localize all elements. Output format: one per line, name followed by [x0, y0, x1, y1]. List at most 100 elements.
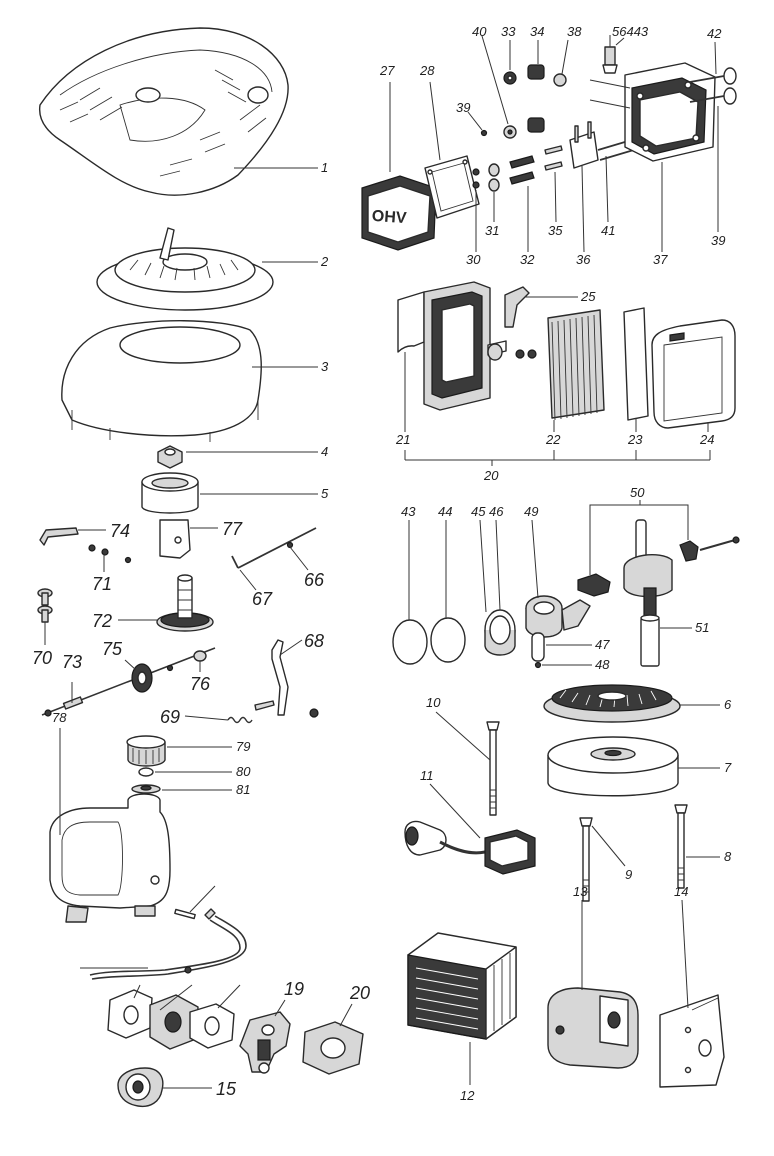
part-label: 19: [284, 979, 304, 999]
part-label: 24: [699, 432, 714, 447]
part-label: 48: [595, 657, 610, 672]
part-56443-spark-plug: [602, 35, 618, 74]
part-1-engine-cover: [38, 27, 289, 196]
air-filter-assembly-bracket: [404, 450, 711, 466]
part-label: 7: [724, 760, 732, 775]
part-label: 72: [92, 611, 112, 631]
part-47-48-piston-pin: [531, 632, 545, 669]
part-label: 75: [102, 639, 123, 659]
part-label: 15: [216, 1079, 237, 1099]
part-label: 14: [674, 884, 688, 899]
part-label: 9: [625, 867, 632, 882]
part-3-blower-housing: [61, 320, 262, 442]
part-label: 11: [420, 768, 434, 783]
part-68-bolts: [37, 588, 53, 623]
part-49-piston: [525, 595, 591, 638]
part-label: 69: [160, 707, 180, 727]
part-80-81-fuel-line: [89, 908, 247, 980]
part-51-crankshaft: [623, 519, 673, 667]
part-25-breather-tube: [504, 286, 530, 328]
part-label: 38: [567, 24, 582, 39]
part-19-carburetor: [239, 1011, 291, 1074]
part-label: 71: [92, 574, 112, 594]
part-label: 4: [321, 444, 328, 459]
part-78-seal: [138, 767, 154, 777]
part-label: 22: [545, 432, 561, 447]
part-carb-gaskets: [107, 989, 235, 1050]
part-label: 40: [472, 24, 487, 39]
part-label: 67: [252, 589, 273, 609]
part-label: 41: [601, 223, 615, 238]
part-4-nut: [157, 445, 183, 469]
part-label: 74: [110, 521, 130, 541]
part-label: 79: [236, 739, 250, 754]
part-15-primer: [117, 1067, 164, 1108]
part-label: 77: [222, 519, 243, 539]
part-label: 36: [576, 252, 591, 267]
part-label: 31: [485, 223, 499, 238]
part-7-flywheel: [547, 736, 679, 797]
part-21-air-filter-base: [397, 281, 537, 411]
part-5-starter-cup: [141, 472, 199, 514]
part-24-air-filter-cover: [651, 319, 736, 429]
part-72-link-pin: [39, 527, 132, 564]
part-label: 68: [304, 631, 324, 651]
part-35-guide-plate: [569, 121, 599, 169]
part-label: 23: [627, 432, 643, 447]
part-label: 8: [724, 849, 732, 864]
part-label: 28: [419, 63, 435, 78]
part-label-head-bolt-37: 39: [711, 233, 725, 248]
part-label: 76: [190, 674, 211, 694]
part-label: 13: [573, 884, 588, 899]
ohv-logo-text: OHV: [371, 208, 407, 227]
part-77-fuel-cap: [126, 735, 166, 767]
part-10-bolt: [486, 721, 500, 816]
part-label: 49: [524, 504, 538, 519]
part-9-bolt: [579, 817, 593, 902]
part-67-spring: [227, 716, 253, 724]
part-label: 20: [349, 983, 370, 1003]
part-label: 1: [321, 160, 328, 175]
part-79-strainer: [131, 784, 161, 794]
part-50-connecting-rod: [577, 536, 740, 597]
part-label: 5: [321, 486, 329, 501]
part-20-carb-gasket: [302, 1021, 364, 1075]
part-label: 30: [466, 252, 481, 267]
part-label: 21: [395, 432, 410, 447]
part-37-38-head-bolts: [689, 67, 737, 105]
part-label: 37: [653, 252, 668, 267]
part-6-flywheel-fan: [543, 684, 681, 723]
part-14-heat-shield: [659, 994, 725, 1088]
part-label: 81: [236, 782, 250, 797]
part-12-muffler-guard: [407, 932, 517, 1040]
part-13-muffler: [547, 987, 639, 1069]
part-label: 33: [501, 24, 516, 39]
part-66-governor-lever: [254, 639, 319, 718]
part-label: 47: [595, 637, 610, 652]
part-71-73-74-governor-shaft: [41, 647, 216, 717]
part-label: 51: [695, 620, 709, 635]
part-label: 43: [401, 504, 416, 519]
part-45-46-piston-rings: [484, 609, 516, 656]
part-label: 66: [304, 570, 325, 590]
part-label: 27: [379, 63, 395, 78]
part-label: 3: [321, 359, 329, 374]
part-label: 44: [438, 504, 452, 519]
part-label: 42: [707, 26, 722, 41]
part-label: 6: [724, 697, 732, 712]
part-valve-train: [472, 64, 567, 192]
part-label: 46: [489, 504, 504, 519]
part-label: 73: [62, 652, 82, 672]
part-label: 12: [460, 1088, 475, 1103]
part-label: 50: [630, 485, 645, 500]
part-43-44-rings: [392, 617, 466, 665]
part-label: 78: [52, 710, 67, 725]
part-label: 56443: [612, 24, 649, 39]
part-label: 32: [520, 252, 535, 267]
part-75-bracket: [159, 519, 191, 559]
part-11-ignition-coil: [404, 820, 536, 875]
part-label: 20: [483, 468, 499, 483]
part-36-cylinder-head: [589, 62, 716, 162]
part-8-bolt: [674, 804, 688, 889]
part-label: 39: [456, 100, 470, 115]
